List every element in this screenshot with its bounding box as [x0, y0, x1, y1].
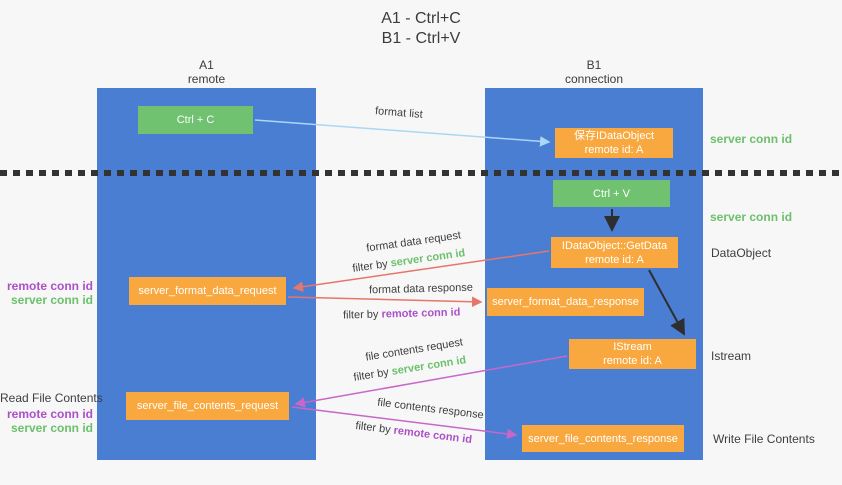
left-remote-conn-id-1: remote conn id	[0, 279, 93, 293]
right-server-conn-id-1-text: server conn id	[710, 132, 793, 146]
filter-by-text-3: filter by	[352, 365, 393, 384]
arrow-format-data-response	[287, 296, 483, 308]
node-server-format-data-response: server_format_data_response	[487, 288, 644, 316]
left-server-conn-id-1-text: server conn id	[10, 293, 93, 307]
write-file-contents-label: Write File Contents	[713, 432, 815, 446]
node-ctrl-v-label: Ctrl + V	[593, 187, 630, 200]
title-line-1: A1 - Ctrl+C	[381, 10, 461, 27]
node-save-idataobject-line2: remote id: A	[584, 144, 644, 156]
node-save-idataobject: 保存IDataObject remote id: A	[555, 128, 673, 158]
dataobject-text: DataObject	[711, 246, 772, 260]
node-istream-line1: IStream	[613, 341, 652, 353]
node-server-format-data-request: server_format_data_request	[129, 277, 286, 305]
istream-label: Istream	[711, 349, 751, 363]
node-server-file-contents-response: server_file_contents_response	[522, 425, 684, 452]
diagram-title: A1 - Ctrl+C B1 - Ctrl+V	[0, 9, 842, 49]
node-idataobject-getdata-line2: remote id: A	[585, 253, 644, 266]
filter-by-text-1: filter by	[351, 257, 392, 275]
label-format-list: format list	[375, 105, 423, 121]
left-remote-conn-id-2: remote conn id	[0, 407, 93, 421]
dataobject-label: DataObject	[711, 246, 771, 260]
column-b-header: B1 connection	[485, 58, 703, 86]
left-server-conn-id-2: server conn id	[0, 421, 93, 435]
label-file-contents-response: file contents response	[377, 397, 485, 422]
column-b-name: B1	[586, 58, 602, 72]
label-format-list-text: format list	[374, 105, 424, 121]
title-line-2: B1 - Ctrl+V	[381, 30, 461, 47]
remote-conn-id-text-2: remote conn id	[392, 424, 473, 447]
column-a-name: A1	[199, 58, 214, 72]
filter-by-text-2: filter by	[342, 308, 382, 322]
column-a-header: A1 remote	[97, 58, 316, 86]
right-server-conn-id-1: server conn id	[710, 132, 792, 146]
node-istream: IStream remote id: A	[569, 339, 696, 369]
phase-divider-dashed-line	[0, 170, 842, 176]
node-ctrl-c-label: Ctrl + C	[176, 114, 215, 126]
label-format-data-response: format data response	[369, 282, 473, 297]
node-idataobject-getdata: IDataObject::GetData remote id: A	[551, 237, 678, 268]
filter-by-text-4: filter by	[354, 419, 395, 437]
read-file-contents-text: Read File Contents	[0, 391, 103, 405]
istream-text: Istream	[711, 349, 752, 363]
column-b-role: connection	[564, 72, 624, 86]
label-file-contents-response-text: file contents response	[376, 396, 485, 422]
node-server-file-contents-request-label: server_file_contents_request	[136, 400, 279, 412]
right-server-conn-id-2: server conn id	[710, 210, 792, 224]
node-istream-line2: remote id: A	[603, 355, 662, 367]
left-server-conn-id-2-text: server conn id	[10, 421, 93, 435]
node-ctrl-c: Ctrl + C	[138, 106, 253, 134]
column-a-role: remote	[187, 72, 226, 86]
write-file-contents-text: Write File Contents	[713, 432, 815, 446]
node-server-format-data-response-label: server_format_data_response	[492, 296, 639, 308]
node-idataobject-getdata-line1: IDataObject::GetData	[561, 239, 668, 252]
left-remote-conn-id-1-text: remote conn id	[6, 279, 93, 293]
node-ctrl-v: Ctrl + V	[553, 180, 670, 207]
server-conn-id-text-1: server conn id	[389, 247, 467, 270]
left-remote-conn-id-2-text: remote conn id	[6, 407, 93, 421]
node-server-format-data-request-label: server_format_data_request	[138, 285, 277, 297]
label-filter-remote-conn-id-2: filter by remote conn id	[355, 420, 473, 446]
node-server-file-contents-request: server_file_contents_request	[126, 392, 289, 420]
right-server-conn-id-2-text: server conn id	[710, 210, 793, 224]
left-server-conn-id-1: server conn id	[0, 293, 93, 307]
node-save-idataobject-line1: 保存IDataObject	[573, 130, 655, 142]
read-file-contents-label: Read File Contents	[0, 391, 103, 405]
node-server-file-contents-response-label: server_file_contents_response	[528, 432, 678, 445]
label-format-data-response-text: format data response	[368, 281, 474, 297]
label-filter-remote-conn-id-1: filter by remote conn id	[343, 306, 461, 321]
remote-conn-id-text-1: remote conn id	[381, 306, 461, 321]
